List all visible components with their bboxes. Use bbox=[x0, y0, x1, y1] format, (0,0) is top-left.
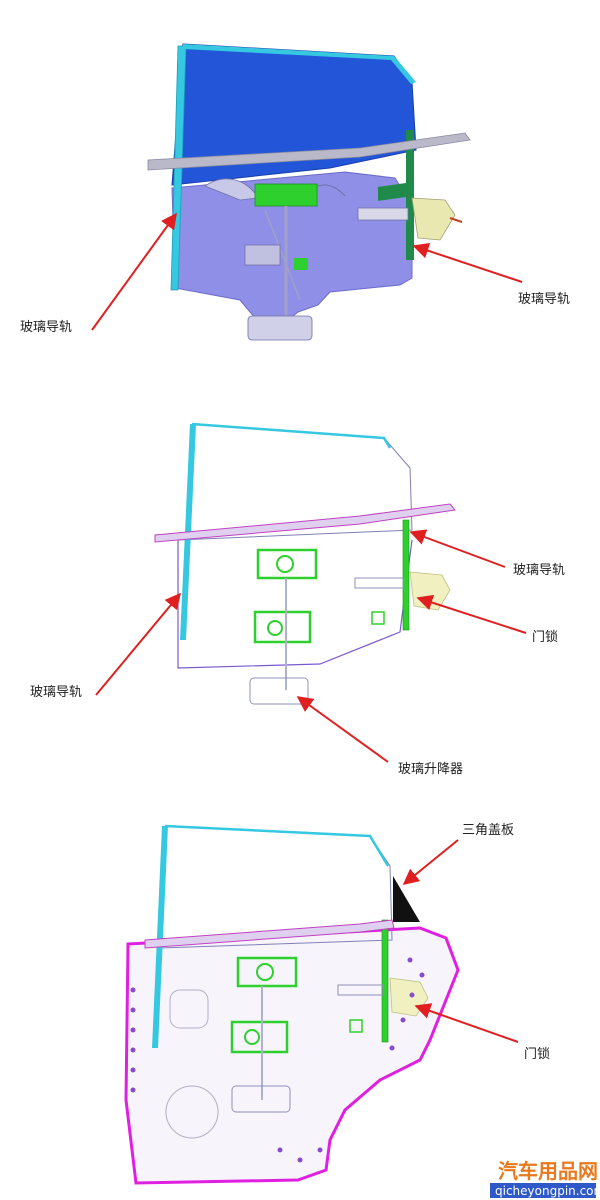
view-2-guide-rail-top bbox=[191, 422, 392, 449]
view-1-belt-strip bbox=[147, 132, 471, 171]
view-1-guide-rail-top bbox=[183, 44, 416, 84]
view-2-label-guide-rail-right: 玻璃导轨 bbox=[513, 563, 565, 578]
view-3-label-door-lock: 门锁 bbox=[524, 1046, 550, 1062]
view-1-door-assembly bbox=[147, 43, 471, 341]
view-2-label-guide-rail-left: 玻璃导轨 bbox=[30, 685, 82, 700]
view-2-window-regulator bbox=[249, 548, 318, 705]
view-1-callouts: 玻璃导轨 玻璃导轨 bbox=[20, 212, 570, 335]
view-3-outer-door-panel bbox=[124, 926, 460, 1185]
view-2-arrow-regulator bbox=[296, 696, 389, 763]
view-3-access-hole bbox=[169, 989, 209, 1029]
watermark-url-bar bbox=[490, 1183, 596, 1198]
view-1-arrow-left bbox=[91, 212, 177, 331]
view-2-callouts: 玻璃导轨 门锁 玻璃导轨 玻璃升降器 bbox=[30, 529, 565, 777]
view-3-window-regulator bbox=[230, 956, 298, 1113]
view-2-label-window-regulator: 玻璃升降器 bbox=[398, 762, 463, 777]
watermark-site-name: 汽车用品网 bbox=[498, 1159, 598, 1183]
view-2-arrow-rail-left bbox=[95, 592, 182, 696]
view-2-label-door-lock: 门锁 bbox=[532, 629, 558, 645]
watermark-url: qicheyongpin.com bbox=[495, 1184, 600, 1198]
view-1-bracket bbox=[378, 182, 406, 201]
view-2-guide-rail-right bbox=[402, 519, 410, 631]
view-1-window-regulator bbox=[204, 178, 346, 341]
view-3-guide-rail-right bbox=[381, 919, 389, 1043]
view-1-door-lock bbox=[357, 197, 463, 241]
view-2-door-assembly bbox=[154, 422, 456, 705]
view-1-label-guide-rail-left: 玻璃导轨 bbox=[20, 320, 72, 335]
view-3-arrow-triangle-cover bbox=[402, 839, 459, 886]
view-3-guide-rail-left bbox=[152, 826, 168, 1048]
view-1-guide-rail-right bbox=[406, 130, 414, 260]
view-2-arrow-lock bbox=[416, 594, 527, 634]
view-3-label-triangle-cover: 三角盖板 bbox=[462, 823, 514, 838]
view-3-arrow-lock bbox=[414, 1003, 519, 1043]
view-2-arrow-rail-right bbox=[409, 529, 506, 568]
view-3-belt-strip bbox=[144, 919, 395, 949]
view-3-speaker-opening bbox=[165, 1085, 219, 1139]
view-3-guide-rail-top bbox=[164, 824, 390, 867]
view-2-belt-strip bbox=[154, 503, 456, 543]
view-3-fastener-holes bbox=[130, 957, 425, 1163]
view-1-door-inner-panel bbox=[171, 171, 413, 331]
view-3-door-assembly bbox=[124, 824, 460, 1185]
view-2-door-inner-outline bbox=[177, 539, 413, 669]
view-1-label-guide-rail-right: 玻璃导轨 bbox=[518, 292, 570, 307]
view-3-triangle-cover bbox=[393, 876, 420, 922]
view-1-arrow-right bbox=[412, 242, 523, 283]
watermark: 汽车用品网 qicheyongpin.com bbox=[490, 1159, 600, 1198]
view-3-callouts: 三角盖板 门锁 bbox=[402, 823, 550, 1062]
